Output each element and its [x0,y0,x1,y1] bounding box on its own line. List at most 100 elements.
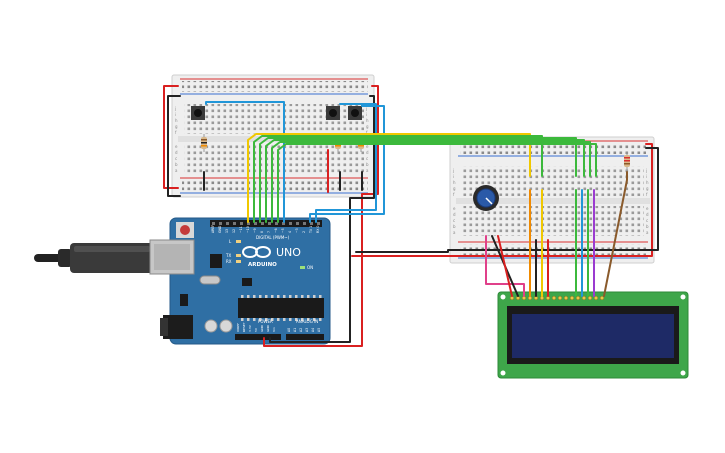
row-label: a [366,168,369,173]
pushbutton-1[interactable] [191,106,205,120]
analog-pin-label: A2 [299,328,303,332]
header-pin[interactable] [240,222,243,225]
row-label: j [645,168,647,173]
chip-leg [271,318,274,321]
row-label: d [453,212,456,217]
power-pin-label: 5V [254,327,258,332]
on-led [300,266,305,269]
chip-leg [307,318,310,321]
pushbutton-cap[interactable] [194,109,202,117]
lcd-pin[interactable] [581,295,587,301]
header-pin[interactable] [268,222,271,225]
chip-leg [277,295,280,298]
lcd-pin[interactable] [575,295,581,301]
header-pin[interactable] [310,222,313,225]
wire-brown[interactable] [603,171,628,297]
row-label: i [453,174,454,179]
row-label: i [366,112,367,117]
header-pin[interactable] [247,222,250,225]
header-pin[interactable] [254,222,257,225]
rx-led-label: RX [226,259,232,264]
chip-leg [301,295,304,298]
header-pin[interactable] [233,222,236,225]
wire-green[interactable] [265,139,585,223]
chip-leg [295,295,298,298]
wire-pink[interactable] [485,235,525,297]
wire-green[interactable] [271,141,591,223]
wire-blue[interactable] [309,103,385,223]
wire-green[interactable] [277,143,597,223]
resistor-lcd-backlight [624,152,630,172]
wire-green[interactable] [259,137,577,223]
chip-leg [259,295,262,298]
mount-hole [500,370,506,376]
chip-leg [259,318,262,321]
row-label: h [175,118,178,123]
wire-red[interactable] [163,85,179,189]
chip-pins [241,295,322,321]
chip-leg [295,318,298,321]
chip-leg [289,318,292,321]
header-pin[interactable] [212,222,215,225]
header-pin[interactable] [219,222,222,225]
resistor-band [358,145,364,147]
usb-cable-strain-relief [58,249,72,267]
lcd-pin[interactable] [599,295,605,301]
lcd-pin[interactable] [557,295,563,301]
row-label: e [175,144,178,149]
dc-power-jack-front [160,318,168,336]
lcd-pin[interactable] [563,295,569,301]
row-label: i [175,112,176,117]
header-pin[interactable] [275,222,278,225]
pushbutton-2[interactable] [326,106,340,120]
row-label: c [646,218,648,223]
lcd-pin[interactable] [551,295,557,301]
potentiometer[interactable] [473,185,499,211]
wire-black[interactable] [355,147,659,253]
pushbutton-cap[interactable] [329,109,337,117]
lcd-pin[interactable] [569,295,575,301]
chip-leg [265,318,268,321]
rail-holes [182,180,368,191]
pushbutton-cap[interactable] [351,109,359,117]
row-label: a [175,168,178,173]
pushbutton-3[interactable] [348,106,362,120]
lcd-pin[interactable] [593,295,599,301]
resistor-band [201,142,207,144]
digital-pin-label: ~9 [253,228,257,233]
chip-leg [313,295,316,298]
header-pin[interactable] [296,222,299,225]
header-pin[interactable] [317,222,320,225]
row-label: c [366,156,368,161]
wire-black[interactable] [269,95,375,343]
digital-pin-label: ~6 [274,228,278,233]
row-label: g [453,186,456,191]
row-label: e [646,206,649,211]
digital-pin-label: 13 [225,229,229,233]
resistor-band [201,145,207,147]
chip-leg [313,318,316,321]
header-pin[interactable] [282,222,285,225]
on-led-label: ON [307,265,313,270]
reset-button[interactable] [180,225,190,235]
wire-red[interactable] [263,85,379,347]
wire-red[interactable] [497,235,513,297]
logo-model-text: UNO [276,246,301,259]
wires [163,85,659,347]
header-pin[interactable] [261,222,264,225]
header-pin[interactable] [303,222,306,225]
wire-yellow[interactable] [247,133,531,223]
header-pin[interactable] [289,222,292,225]
digital-pin-label: ~5 [281,228,285,233]
wire-blue[interactable] [205,101,285,223]
row-label: f [366,130,368,135]
wire-black[interactable] [167,95,181,197]
row-label: g [175,124,178,129]
potentiometer-indicator [485,197,493,205]
row-label: g [646,186,649,191]
lcd-pin[interactable] [587,295,593,301]
header-pin[interactable] [226,222,229,225]
wire-green[interactable] [253,135,543,223]
